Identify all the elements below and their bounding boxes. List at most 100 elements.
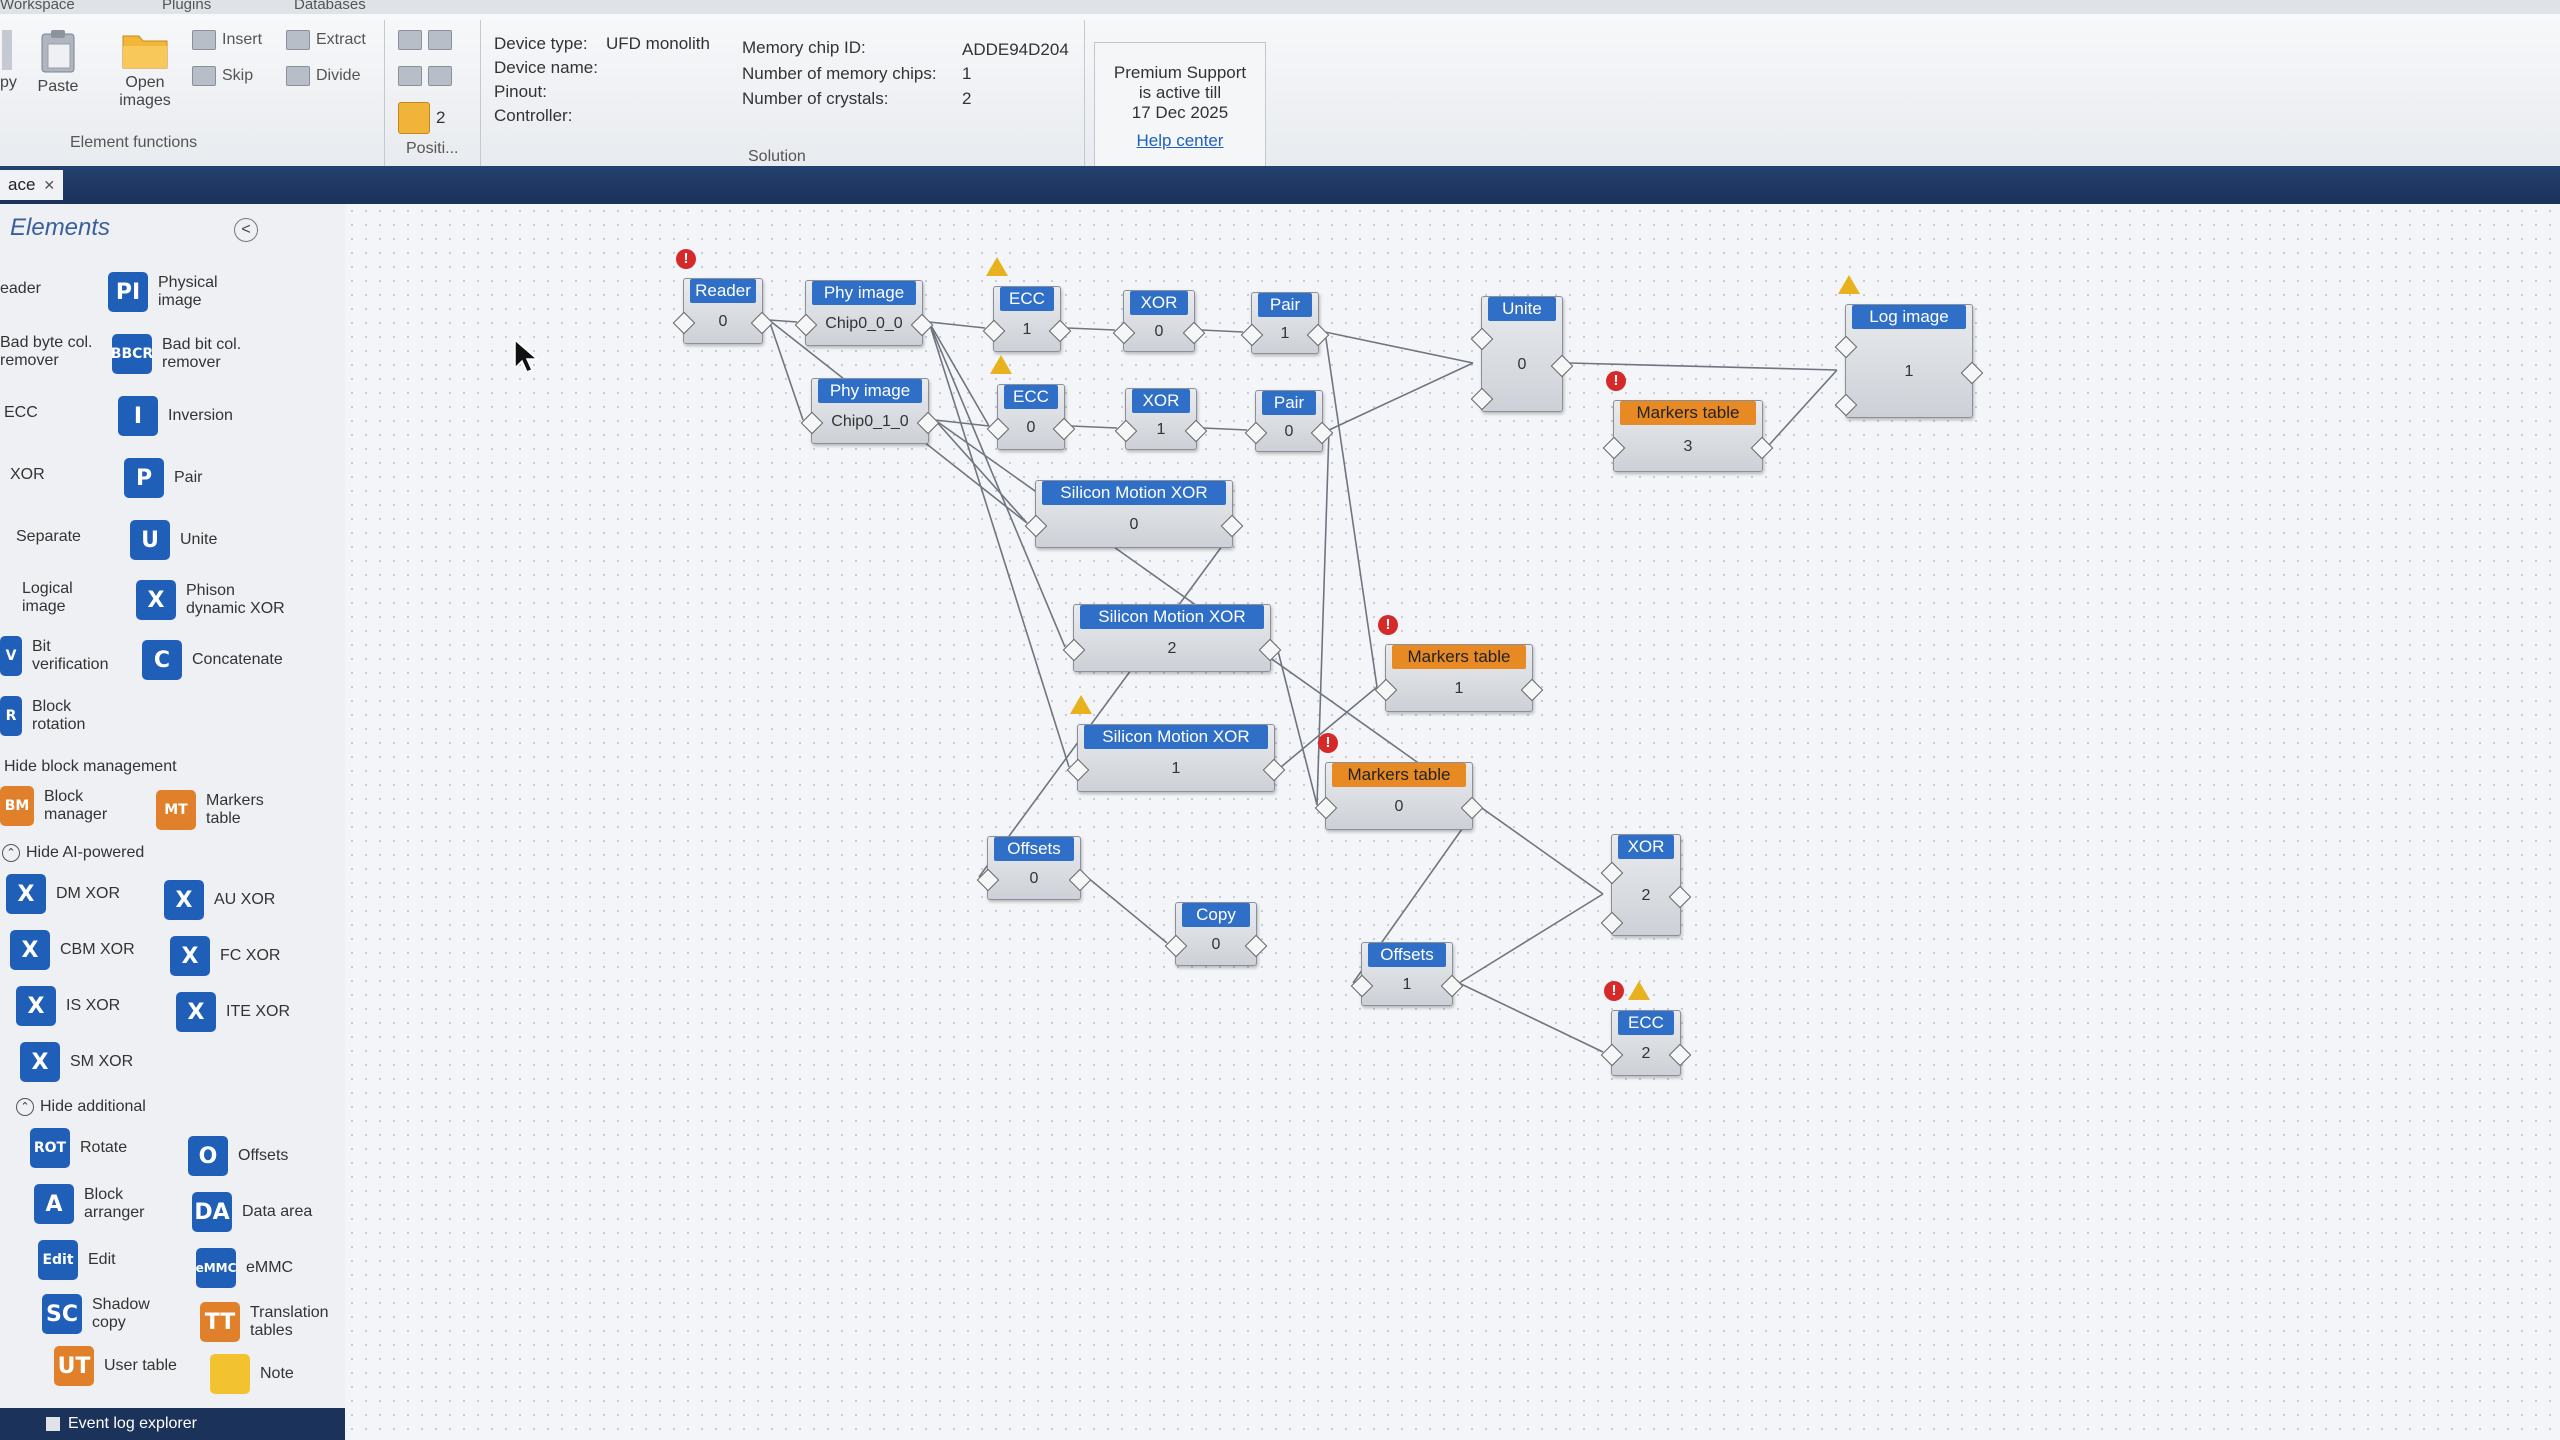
element-edit[interactable]: Edit Edit xyxy=(38,1240,116,1280)
collapse-panel-button[interactable]: < xyxy=(234,218,258,242)
element-markers-table[interactable]: MT Markers table xyxy=(156,790,276,830)
element-concatenate[interactable]: C Concatenate xyxy=(142,640,283,680)
open-images-button[interactable]: Open images xyxy=(110,28,180,110)
element-is-xor[interactable]: X IS XOR xyxy=(16,986,120,1026)
skip-button[interactable]: Skip xyxy=(192,66,253,86)
concatenate-icon: C xyxy=(142,640,182,680)
paste-button[interactable]: Paste xyxy=(30,28,86,96)
section-hide-additional[interactable]: ⌃ Hide additional xyxy=(16,1098,146,1116)
event-log-explorer-tab[interactable]: Event log explorer xyxy=(0,1408,345,1440)
element-reader[interactable]: eader xyxy=(0,280,41,297)
element-logical-image[interactable]: Logical image xyxy=(22,580,73,615)
element-sm-xor[interactable]: X SM XOR xyxy=(20,1042,133,1082)
tab-plugins[interactable]: Plugins xyxy=(162,0,212,13)
node-value: Chip0_1_0 xyxy=(831,413,909,430)
section-hide-ai-powered[interactable]: ⌃ Hide AI-powered xyxy=(2,844,144,862)
insert-button[interactable]: Insert xyxy=(192,30,262,50)
element-block-arranger[interactable]: A Block arranger xyxy=(34,1184,154,1224)
element-pair[interactable]: P Pair xyxy=(124,458,202,498)
position-tool-1[interactable] xyxy=(398,30,452,50)
wire xyxy=(1324,331,1378,688)
inversion-icon: I xyxy=(118,396,158,436)
node-value: 0 xyxy=(1394,798,1404,815)
element-shadow-copy[interactable]: SC Shadow copy xyxy=(42,1294,162,1334)
element-block-manager[interactable]: BM Block manager xyxy=(0,786,118,826)
premium-line-3: 17 Dec 2025 xyxy=(1131,103,1229,122)
position-tool-2[interactable] xyxy=(398,66,452,86)
tab-workspace[interactable]: Workspace xyxy=(0,0,75,13)
element-ite-xor[interactable]: X ITE XOR xyxy=(176,992,290,1032)
section-hide-block-management[interactable]: Hide block management xyxy=(4,758,177,775)
premium-support-box: Premium Support is active till 17 Dec 20… xyxy=(1094,42,1266,176)
element-bit-verification[interactable]: V Bit verification xyxy=(0,636,122,676)
help-center-link[interactable]: Help center xyxy=(1136,131,1224,150)
node-value: 0 xyxy=(1284,423,1294,440)
element-user-table[interactable]: UT User table xyxy=(54,1346,177,1386)
element-bad-bit-col-remover[interactable]: BBCR Bad bit col. remover xyxy=(111,334,262,374)
element-ecc[interactable]: ECC xyxy=(4,404,38,421)
element-unite[interactable]: U Unite xyxy=(130,520,217,560)
dm-xor-icon: X xyxy=(6,874,46,914)
memory-chip-id-value: ADDE94D204 xyxy=(962,40,1069,59)
extract-button[interactable]: Extract xyxy=(286,30,366,50)
element-bad-byte-col-remover[interactable]: Bad byte col. remover xyxy=(0,334,93,369)
element-offsets[interactable]: O Offsets xyxy=(188,1136,288,1176)
element-cbm-xor[interactable]: X CBM XOR xyxy=(10,930,135,970)
wire xyxy=(1070,425,1118,429)
element-rotate[interactable]: ROT Rotate xyxy=(30,1128,127,1168)
element-data-area[interactable]: DA Data area xyxy=(192,1192,312,1232)
node-value: 1 xyxy=(1454,680,1464,697)
element-emmc[interactable]: eMMC eMMC xyxy=(196,1248,293,1288)
element-xor[interactable]: XOR xyxy=(10,466,45,483)
node-title: Offsets xyxy=(994,837,1074,861)
tab-databases[interactable]: Databases xyxy=(294,0,366,13)
element-physical-image[interactable]: PI Physical image xyxy=(108,272,238,312)
element-note[interactable]: Note xyxy=(210,1354,294,1394)
block-arranger-icon: A xyxy=(34,1184,74,1224)
rotate-icon: ROT xyxy=(30,1128,70,1168)
node-title: ECC xyxy=(1000,287,1054,311)
element-au-xor[interactable]: X AU XOR xyxy=(164,880,275,920)
unite-icon: U xyxy=(130,520,170,560)
element-phison-dynamic-xor[interactable]: X Phison dynamic XOR xyxy=(136,580,296,620)
element-dm-xor[interactable]: X DM XOR xyxy=(6,874,120,914)
copy-button[interactable]: py xyxy=(0,30,17,92)
element-translation-tables[interactable]: TT Translation tables xyxy=(200,1302,340,1342)
align-icon xyxy=(398,66,422,86)
node-title: Markers table xyxy=(1332,763,1466,787)
element-fc-xor[interactable]: X FC XOR xyxy=(170,936,280,976)
element-inversion[interactable]: I Inversion xyxy=(118,396,233,436)
element-block-rotation[interactable]: R Block rotation xyxy=(0,696,102,736)
offsets-icon: O xyxy=(188,1136,228,1176)
wire xyxy=(928,321,990,427)
position-stepper[interactable]: 2 xyxy=(398,102,445,134)
divide-button[interactable]: Divide xyxy=(286,66,360,86)
element-separate[interactable]: Separate xyxy=(16,528,81,545)
node-value: 1 xyxy=(1402,976,1412,993)
tab-workspace-document[interactable]: ace ✕ xyxy=(0,170,64,200)
close-icon[interactable]: ✕ xyxy=(43,176,56,193)
